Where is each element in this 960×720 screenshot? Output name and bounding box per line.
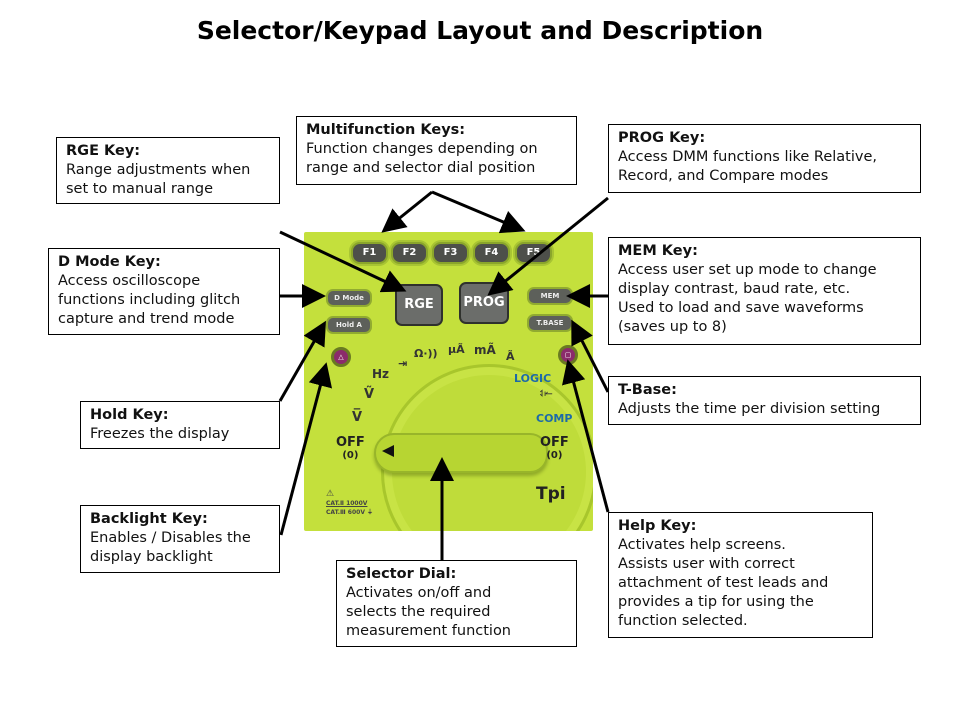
f5-key[interactable]: F5	[515, 242, 552, 264]
off-left-sub: (0)	[342, 450, 359, 461]
callout-tbase-body: Adjusts the time per division setting	[618, 401, 881, 417]
dial-label-vac: Ṽ	[364, 387, 375, 402]
callout-dmode: D Mode Key: Access oscilloscope function…	[48, 248, 280, 335]
callout-multifunction: Multifunction Keys: Function changes dep…	[296, 116, 577, 185]
callout-rge: RGE Key: Range adjustments when set to m…	[56, 137, 280, 204]
dial-label-comp: COMP	[536, 412, 573, 425]
help-icon: ▢	[564, 351, 572, 359]
callout-tbase: T-Base: Adjusts the time per division se…	[608, 376, 921, 425]
callout-mem: MEM Key: Access user set up mode to chan…	[608, 237, 921, 345]
dial-label-ua: µÃ	[448, 343, 465, 356]
help-key[interactable]: ▢	[558, 345, 578, 365]
callout-rge-heading: RGE Key:	[66, 143, 141, 159]
selector-dial-knob[interactable]	[374, 433, 548, 473]
meter-keypad-panel: F1 F2 F3 F4 F5 RGE PROG D Mode Hold A ME…	[304, 232, 593, 531]
off-left-text: OFF	[336, 435, 365, 450]
callout-prog-body: Access DMM functions like Relative, Reco…	[618, 149, 877, 184]
cat-rating-2: CAT.Ⅲ 600V ⏚	[326, 509, 374, 516]
f2-key[interactable]: F2	[391, 242, 428, 264]
dial-label-logic: LOGIC	[514, 372, 552, 385]
callout-multifunction-body: Function changes depending on range and …	[306, 141, 538, 176]
multifunction-connector-left	[381, 190, 433, 233]
pointer-arrow-icon	[382, 445, 394, 457]
dial-label-hz: Hz	[372, 367, 390, 381]
callout-prog: PROG Key: Access DMM functions like Rela…	[608, 124, 921, 193]
callout-help-heading: Help Key:	[618, 518, 697, 534]
f4-key[interactable]: F4	[473, 242, 510, 264]
multifunction-connector-right	[431, 190, 526, 234]
callout-dmode-heading: D Mode Key:	[58, 254, 161, 270]
dial-label-ohm: Ω·))	[414, 347, 438, 360]
mem-key[interactable]: MEM	[527, 287, 573, 305]
f1-key[interactable]: F1	[351, 242, 388, 264]
callout-help-body: Activates help screens. Assists user wit…	[618, 537, 829, 629]
rge-key[interactable]: RGE	[395, 284, 443, 326]
warning-icon: ⚠	[326, 489, 335, 499]
off-left-label: OFF (0)	[336, 435, 365, 462]
dmode-key[interactable]: D Mode	[326, 289, 372, 307]
prog-key[interactable]: PROG	[459, 282, 509, 324]
callout-backlight-heading: Backlight Key:	[90, 511, 208, 527]
brand-logo: Tpi	[536, 484, 566, 504]
callout-prog-heading: PROG Key:	[618, 130, 706, 146]
category-rating: ⚠ CAT.Ⅱ 1000V CAT.Ⅲ 600V ⏚	[326, 490, 373, 517]
callout-selector-heading: Selector Dial:	[346, 566, 457, 582]
page-title: Selector/Keypad Layout and Description	[196, 16, 764, 45]
callout-backlight: Backlight Key: Enables / Disables the di…	[80, 505, 280, 573]
callout-selector: Selector Dial: Activates on/off and sele…	[336, 560, 577, 647]
dial-label-a: Ã	[506, 350, 515, 363]
backlight-key[interactable]: △	[331, 347, 351, 367]
off-right-text: OFF	[540, 435, 569, 450]
callout-mem-heading: MEM Key:	[618, 243, 698, 259]
dial-label-ma: mÃ	[474, 343, 496, 357]
backlight-icon: △	[338, 353, 344, 361]
dial-label-capacitance: ⥑⥒	[540, 389, 553, 399]
off-right-sub: (0)	[546, 450, 563, 461]
hold-key[interactable]: Hold A	[326, 316, 372, 334]
callout-rge-body: Range adjustments when set to manual ran…	[66, 162, 251, 197]
callout-help: Help Key: Activates help screens. Assist…	[608, 512, 873, 638]
callout-hold-heading: Hold Key:	[90, 407, 169, 423]
tbase-key[interactable]: T.BASE	[527, 314, 573, 332]
dial-label-diode: ⇥	[398, 357, 408, 370]
callout-tbase-heading: T-Base:	[618, 382, 677, 398]
callout-hold: Hold Key: Freezes the display	[80, 401, 280, 449]
callout-backlight-body: Enables / Disables the display backlight	[90, 530, 251, 565]
off-right-label: OFF (0)	[540, 435, 569, 462]
f3-key[interactable]: F3	[432, 242, 469, 264]
dial-label-vdc: V̅	[352, 410, 363, 425]
callout-dmode-body: Access oscilloscope functions including …	[58, 273, 241, 327]
callout-hold-body: Freezes the display	[90, 426, 230, 442]
callout-selector-body: Activates on/off and selects the require…	[346, 585, 512, 639]
callout-multifunction-heading: Multifunction Keys:	[306, 122, 466, 138]
callout-mem-body: Access user set up mode to change displa…	[618, 262, 877, 335]
cat-rating-1: CAT.Ⅱ 1000V	[326, 500, 368, 507]
